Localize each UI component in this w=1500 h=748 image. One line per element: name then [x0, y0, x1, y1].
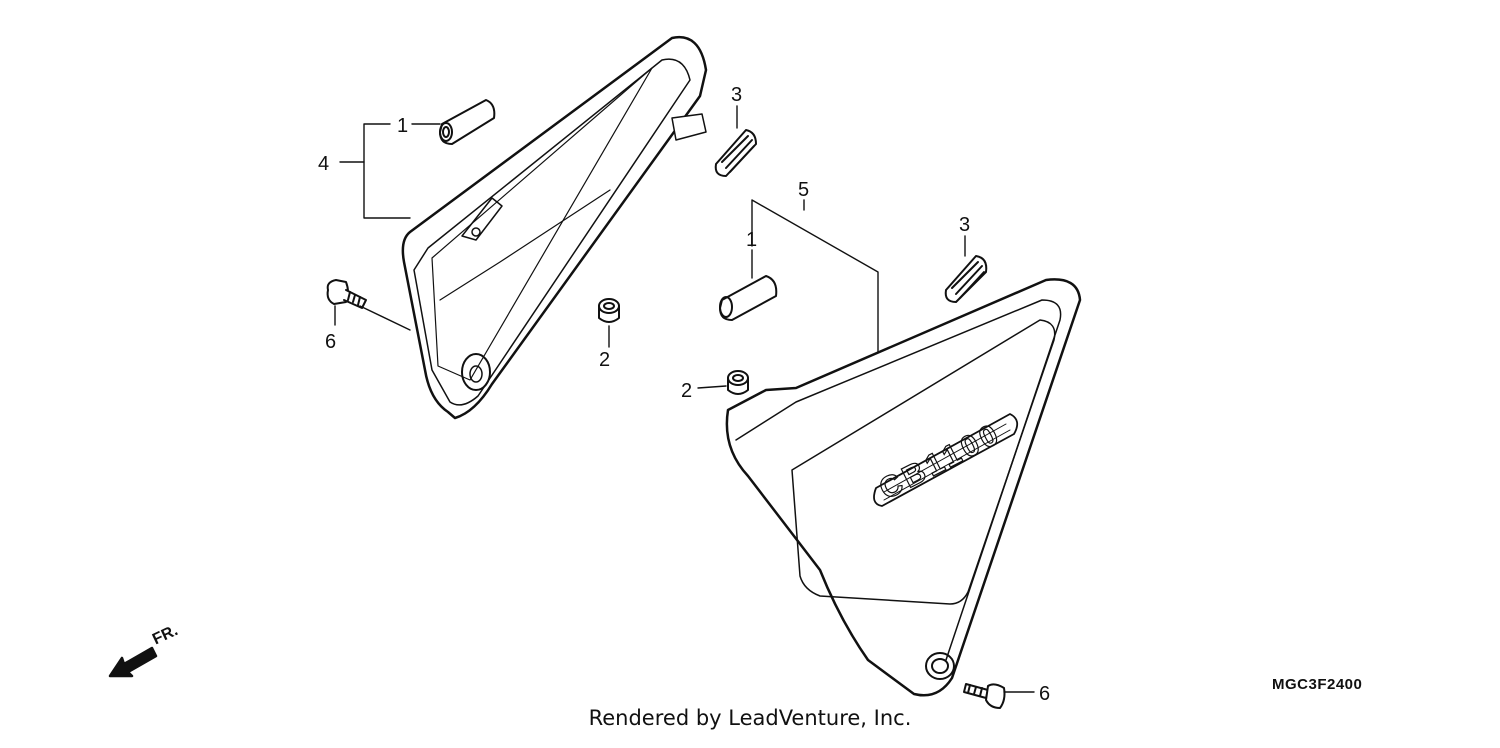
callout-left-group: 4 [318, 153, 329, 175]
callouts: 1 4 6 2 3 5 1 3 2 6 [318, 84, 1050, 705]
footer-credit: Rendered by LeadVenture, Inc. [588, 706, 912, 730]
callout-left-grommet: 2 [599, 349, 610, 371]
callout-right-grommet: 2 [681, 380, 692, 402]
callout-left-cushion: 1 [397, 115, 408, 137]
callout-right-clip: 3 [959, 214, 970, 236]
right-side-cover [725, 278, 1082, 697]
left-side-cover [401, 35, 708, 420]
right-grommet-part [727, 370, 749, 395]
right-bolt-part [963, 683, 1006, 709]
front-direction-arrow [108, 646, 158, 678]
callout-left-bolt: 6 [325, 331, 336, 353]
left-grommet-part [598, 298, 620, 323]
left-bolt-part [326, 279, 367, 309]
callout-right-group: 5 [798, 179, 809, 201]
callout-top-clip: 3 [731, 84, 742, 106]
left-cushion-part [439, 99, 496, 145]
leader-lines [334, 105, 1035, 693]
right-cushion-part [719, 275, 778, 321]
callout-right-bolt: 6 [1039, 683, 1050, 705]
diagram-code: MGC3F2400 [1272, 676, 1363, 693]
cover-emblem: CB1100 [874, 417, 1007, 507]
right-clip-part [944, 255, 988, 303]
top-clip-part [714, 129, 757, 177]
callout-right-cushion: 1 [746, 229, 757, 251]
